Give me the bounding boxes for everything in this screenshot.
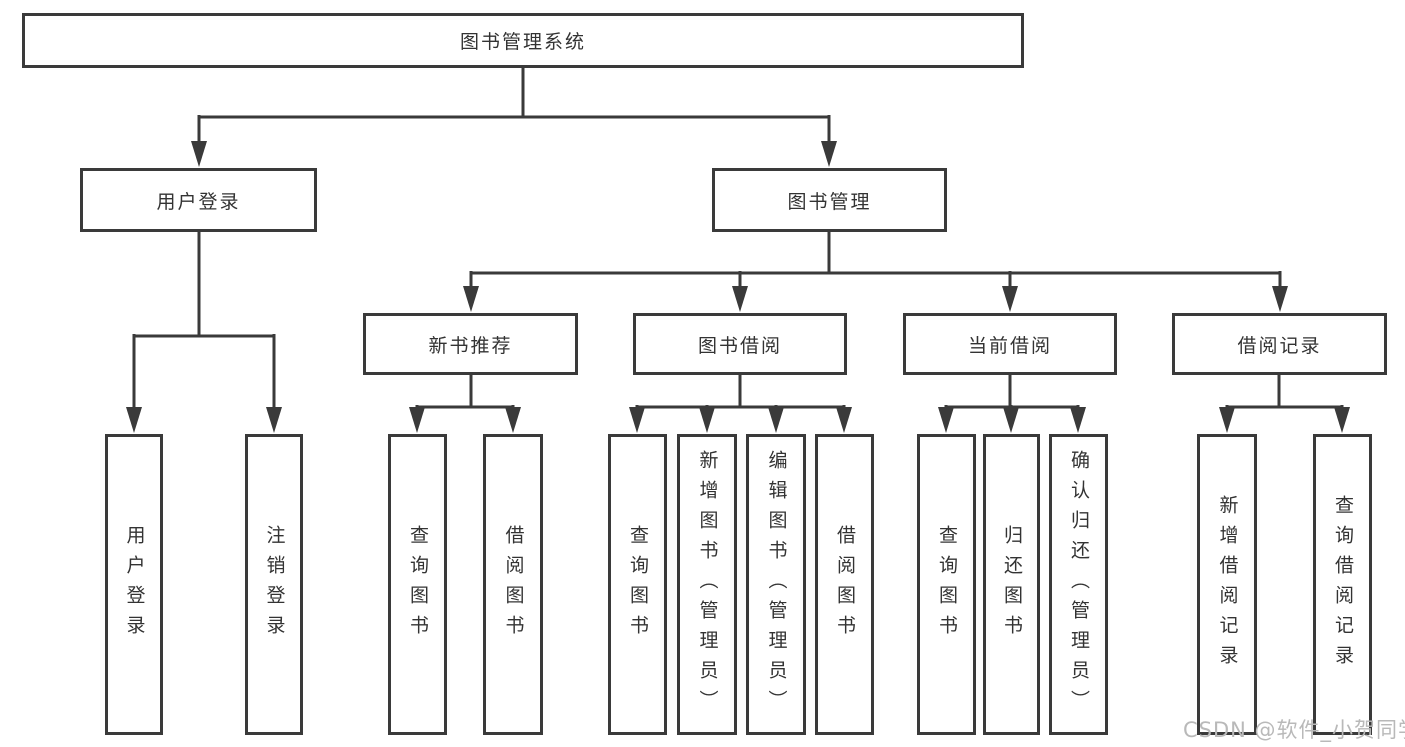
node-user-login-label: 用户登录 xyxy=(156,190,241,213)
leaf-newbook-query-books: 查询图书 xyxy=(388,434,447,735)
csdn-watermark: CSDN @软件_小贺同学 xyxy=(1183,718,1405,742)
node-book-borrow-label: 图书借阅 xyxy=(697,334,782,357)
leaf-logout: 注销登录 xyxy=(245,434,303,735)
arrowhead xyxy=(938,407,954,433)
node-user-login: 用户登录 xyxy=(80,168,317,232)
leaf-current-return-books-label: 归还图书 xyxy=(1001,524,1023,645)
node-root-label: 图书管理系统 xyxy=(459,31,586,53)
node-borrow-records: 借阅记录 xyxy=(1172,313,1387,375)
arrowhead xyxy=(821,141,837,167)
node-book-management-label: 图书管理 xyxy=(787,190,872,213)
arrowhead xyxy=(629,407,645,433)
arrowhead xyxy=(1002,286,1018,312)
node-book-management: 图书管理 xyxy=(712,168,947,232)
connector-current-borrow-to-leaves xyxy=(944,373,1080,411)
leaf-newbook-borrow-books: 借阅图书 xyxy=(483,434,543,735)
leaf-records-add-record-label: 新增借阅记录 xyxy=(1216,494,1239,675)
node-current-borrow-label: 当前借阅 xyxy=(967,334,1052,357)
leaf-user-login: 用户登录 xyxy=(105,434,163,735)
leaf-records-add-record: 新增借阅记录 xyxy=(1197,434,1257,735)
leaf-borrow-edit-books-admin-label: 编辑图书（管理员） xyxy=(765,449,788,720)
leaf-current-query-books: 查询图书 xyxy=(917,434,976,735)
node-new-book-recommend: 新书推荐 xyxy=(363,313,578,375)
arrowhead xyxy=(126,407,142,433)
leaf-current-confirm-return-admin: 确认归还（管理员） xyxy=(1049,434,1108,735)
arrowhead xyxy=(505,407,521,433)
leaf-current-return-books: 归还图书 xyxy=(983,434,1040,735)
node-borrow-records-label: 借阅记录 xyxy=(1237,334,1322,357)
node-book-borrow: 图书借阅 xyxy=(633,313,847,375)
leaf-records-query-record-label: 查询借阅记录 xyxy=(1332,494,1354,675)
connector-user-login-to-leaves xyxy=(132,230,276,410)
arrowhead xyxy=(409,407,425,433)
arrowhead xyxy=(699,407,715,433)
node-root: 图书管理系统 xyxy=(22,13,1024,68)
leaf-current-confirm-return-admin-label: 确认归还（管理员） xyxy=(1068,449,1090,720)
leaf-records-query-record: 查询借阅记录 xyxy=(1313,434,1372,735)
arrowhead xyxy=(191,141,207,167)
leaf-borrow-query-books-label: 查询图书 xyxy=(627,524,649,645)
leaf-borrow-query-books: 查询图书 xyxy=(608,434,667,735)
leaf-borrow-borrow-books: 借阅图书 xyxy=(815,434,874,735)
leaf-borrow-borrow-books-label: 借阅图书 xyxy=(834,524,856,645)
leaf-logout-label: 注销登录 xyxy=(263,524,286,645)
leaf-borrow-add-books-admin: 新增图书（管理员） xyxy=(677,434,737,735)
arrowhead xyxy=(1334,407,1350,433)
arrowhead xyxy=(768,407,784,433)
leaf-current-query-books-label: 查询图书 xyxy=(936,524,958,645)
arrowhead xyxy=(1272,286,1288,312)
leaf-borrow-edit-books-admin: 编辑图书（管理员） xyxy=(746,434,806,735)
connector-root-to-level2 xyxy=(197,66,831,145)
arrowhead xyxy=(1003,407,1019,433)
leaf-user-login-label: 用户登录 xyxy=(123,524,146,645)
leaf-newbook-query-books-label: 查询图书 xyxy=(407,524,429,645)
arrowhead xyxy=(266,407,282,433)
arrowhead xyxy=(732,286,748,312)
connector-new-book-to-leaves xyxy=(415,373,515,411)
arrowhead xyxy=(463,286,479,312)
arrowhead xyxy=(1070,407,1086,433)
connector-book-management-to-level3 xyxy=(469,230,1282,289)
arrowhead xyxy=(1219,407,1235,433)
node-new-book-recommend-label: 新书推荐 xyxy=(428,334,513,357)
leaf-borrow-add-books-admin-label: 新增图书（管理员） xyxy=(696,449,719,720)
node-current-borrow: 当前借阅 xyxy=(903,313,1117,375)
connector-book-borrow-to-leaves xyxy=(635,373,846,411)
leaf-newbook-borrow-books-label: 借阅图书 xyxy=(502,524,525,645)
connector-borrow-records-to-leaves xyxy=(1225,373,1344,411)
arrowhead xyxy=(836,407,852,433)
